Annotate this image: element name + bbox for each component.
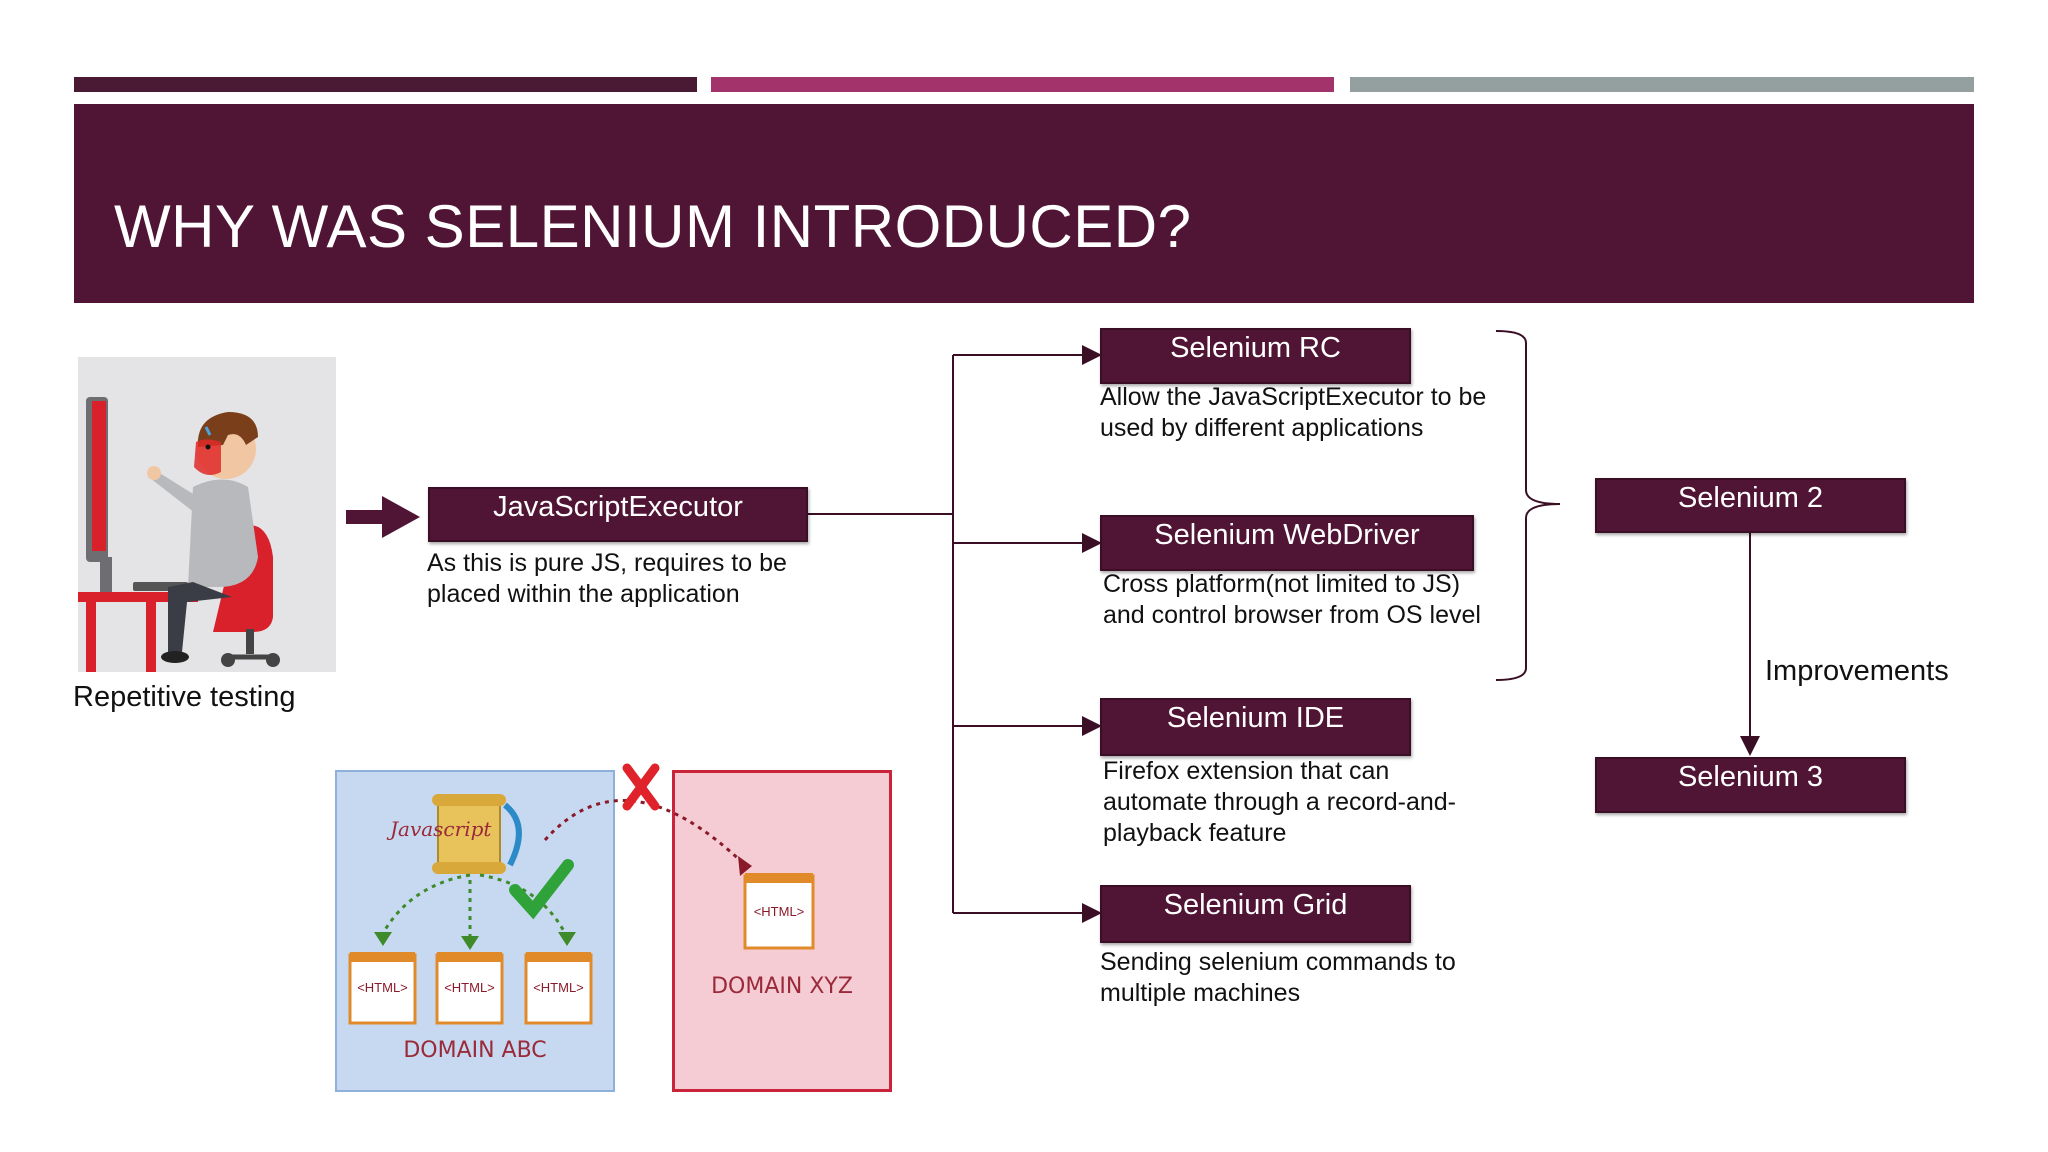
selenium-rc-description: Allow the JavaScriptExecutor to be used … (1100, 383, 1487, 442)
javascript-script-label: Javascript (390, 817, 492, 841)
title-banner: WHY WAS SELENIUM INTRODUCED? (74, 104, 1974, 303)
html-tag-label: <HTML> (533, 980, 584, 995)
selenium-rc-label: Selenium RC (1170, 332, 1341, 364)
right-arrow-icon (346, 496, 420, 538)
selenium-ide-label: Selenium IDE (1166, 702, 1345, 734)
selenium-ide-description: Firefox extension that can automate thro… (1103, 757, 1456, 847)
javascript-executor-box: JavaScriptExecutor (428, 487, 808, 542)
selenium-webdriver-description: Cross platform(not limited to JS) and co… (1103, 570, 1481, 629)
selenium-2-label: Selenium 2 (1677, 482, 1824, 514)
html-page-icon (435, 952, 504, 1025)
selenium-3-box: Selenium 3 (1595, 757, 1906, 813)
selenium-webdriver-label: Selenium WebDriver (1154, 519, 1420, 551)
curly-bracket (1495, 330, 1561, 681)
html-tag-label: <HTML> (444, 980, 495, 995)
selenium-grid-box: Selenium Grid (1100, 885, 1411, 943)
script-scroll-icon (432, 794, 522, 874)
html-tag-label: <HTML> (753, 904, 805, 919)
check-mark-icon (509, 859, 574, 920)
selenium-ide-box: Selenium IDE (1100, 698, 1411, 756)
selenium-grid-description: Sending selenium commands to multiple ma… (1100, 948, 1456, 1007)
improvements-label: Improvements (1765, 655, 1949, 687)
selenium-rc-box: Selenium RC (1100, 328, 1411, 384)
selenium-grid-label: Selenium Grid (1163, 889, 1348, 921)
html-page-icon (348, 952, 417, 1025)
top-bar-gray (1350, 77, 1974, 92)
red-x-icon (622, 763, 660, 811)
domain-abc-label: DOMAIN ABC (403, 1038, 547, 1063)
javascript-executor-label: JavaScriptExecutor (493, 491, 743, 523)
html-page-icon (524, 952, 593, 1025)
domain-xyz-label: DOMAIN XYZ (711, 974, 853, 999)
html-page-icon (743, 873, 815, 950)
top-bar-dark (74, 77, 697, 92)
person-at-computer-icon (78, 357, 336, 672)
javascript-executor-description: As this is pure JS, requires to be place… (427, 549, 787, 608)
page-title: WHY WAS SELENIUM INTRODUCED? (114, 193, 1192, 260)
selenium-webdriver-box: Selenium WebDriver (1100, 515, 1474, 571)
selenium-2-box: Selenium 2 (1595, 478, 1906, 533)
repetitive-testing-caption: Repetitive testing (73, 681, 296, 713)
html-tag-label: <HTML> (357, 980, 408, 995)
selenium-3-label: Selenium 3 (1677, 761, 1824, 793)
top-bar-magenta (711, 77, 1334, 92)
